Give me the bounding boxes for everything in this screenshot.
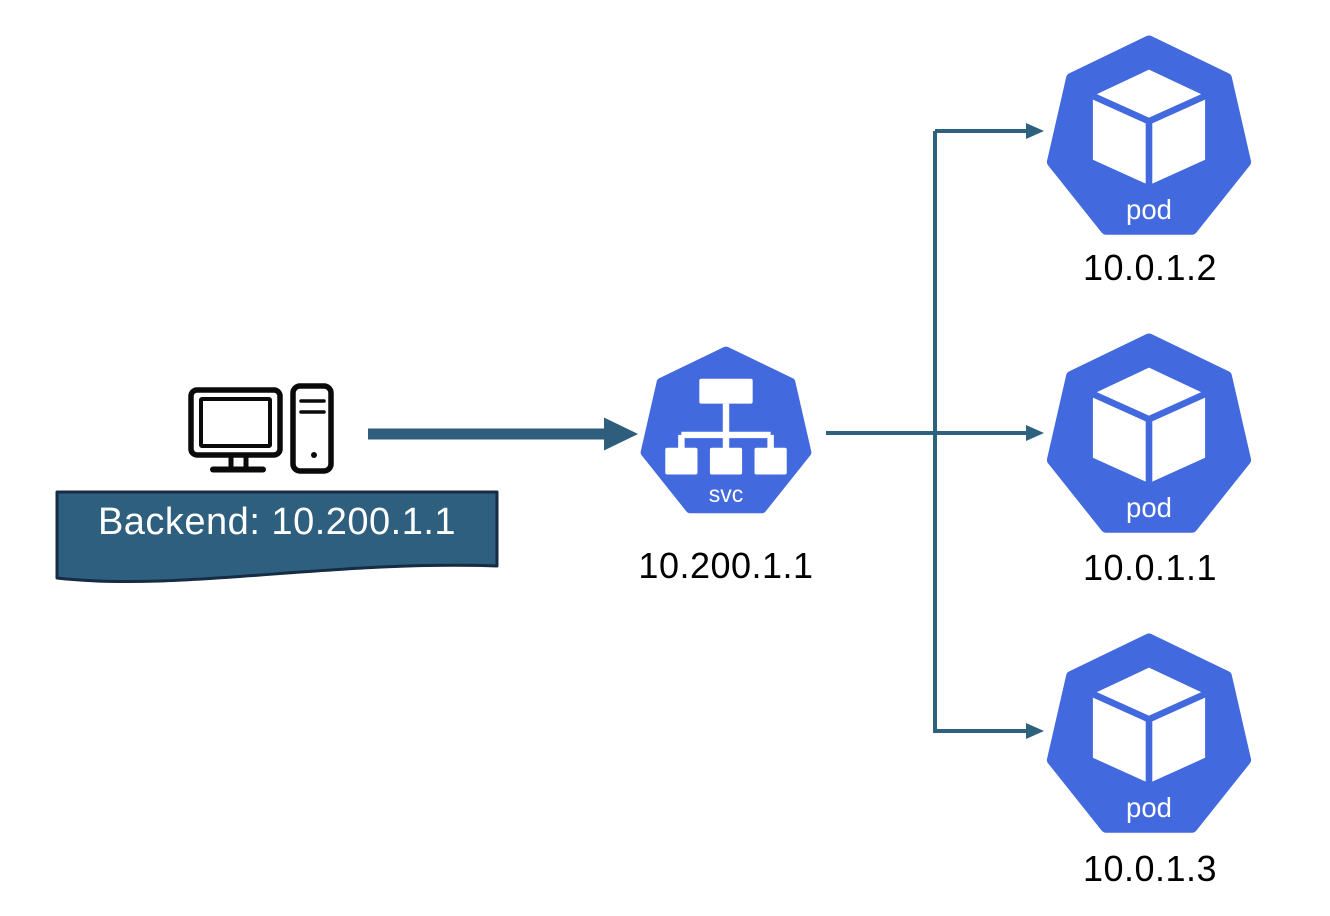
wave-banner-shape <box>55 490 499 584</box>
kubernetes-service-icon: svc <box>640 346 812 514</box>
arrowheads <box>1026 123 1044 739</box>
kubernetes-pod-icon: pod <box>1039 628 1259 848</box>
backend-banner-label: Backend: 10.200.1.1 <box>97 501 457 543</box>
service-tree-glyph <box>665 378 787 475</box>
pod-icon-label: pod <box>1126 792 1172 823</box>
pod-ip-label: 10.0.1.3 <box>1082 848 1218 889</box>
pod-icon-label: pod <box>1126 194 1172 225</box>
arrow-service-to-pods <box>826 129 1028 733</box>
pod-ip-label: 10.0.1.1 <box>1082 547 1218 588</box>
service-ip-label: 10.200.1.1 <box>638 545 814 586</box>
arrow-client-to-service <box>368 417 638 451</box>
kubernetes-pod-icon: pod <box>1039 328 1259 548</box>
backend-banner: Backend: 10.200.1.1 <box>55 490 499 594</box>
desktop-computer-icon <box>188 383 334 474</box>
service-icon-label: svc <box>709 481 744 507</box>
pod-ip-label: 10.0.1.2 <box>1082 247 1218 288</box>
kubernetes-pod-icon: pod <box>1039 30 1259 250</box>
pod-icon-label: pod <box>1126 492 1172 523</box>
